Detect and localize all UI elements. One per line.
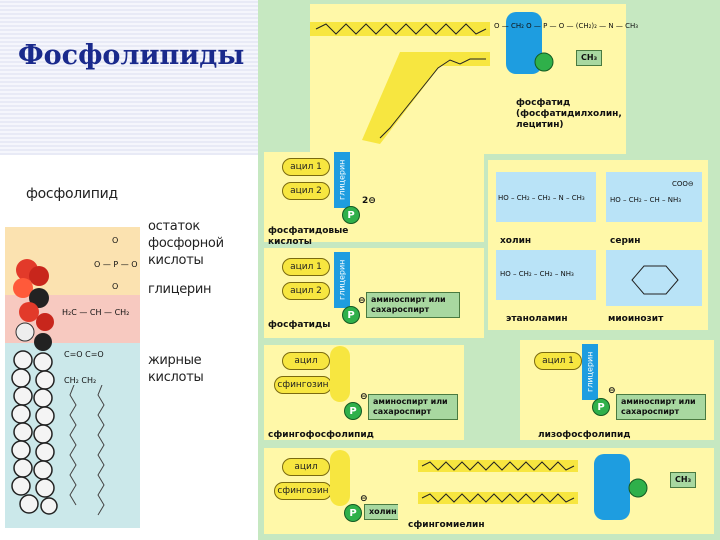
phosphate-circle-lyso: P [592,398,610,416]
acyl1-pill-2: ацил 1 [282,258,330,276]
serine-coo: COO⊖ [672,180,694,188]
phospholipid-heading: фосфолипид [26,186,118,202]
aminoalcohol-box: аминоспирт или сахароспирт [366,292,460,318]
phosphatide-molecule [310,12,554,144]
lysophospholipid-label: лизофосфолипид [538,430,631,440]
acyl-pill: ацил [282,352,330,370]
ethanolamine-formula: HO – CH₂ – CH₂ – NH₃ [500,270,574,278]
charge-minus-4: ⊖ [360,494,368,504]
sphingomyelin-choline-group: CH₃ [670,472,697,488]
phosphate-circle: P [342,206,360,224]
choline-group: CH₃ [576,50,603,66]
sphingosine-bar [330,346,350,402]
acyl1-pill-lyso: ацил 1 [534,352,582,370]
sphingosine-pill: сфингозин [274,376,332,394]
glycerol-bar-lyso: глицерин [582,344,598,400]
sphingomyelin-molecule [418,454,648,520]
choline-tile [496,172,596,222]
sphingomyelin-label: сфингомиелин [408,520,485,530]
phosphate-circle-2: P [342,306,360,324]
phosphatide-label: фосфатид (фосфатидилхолин, лецитин) [516,98,622,130]
charge-2minus: 2⊖ [362,196,376,206]
acyl1-pill: ацил 1 [282,158,330,176]
choline-label: холин [500,236,532,246]
sphingosine-pill-2: сфингозин [274,482,332,500]
ethanolamine-label: этаноламин [506,314,568,324]
inositol-tile [606,250,702,306]
phosphatidic-acid-label: фосфатидовые кислоты [268,226,349,247]
formula-ch2-row: CH₂ CH₂ [64,376,97,385]
title-band [0,0,260,155]
phosphate-circle-4: P [344,504,362,522]
formula-ester-row: C=O C=O [64,350,104,359]
formula-glycerol-row: H₂C — CH — CH₂ [62,308,130,317]
formula-o-bottom: O [112,282,119,291]
acyl-pill-2: ацил [282,458,330,476]
ethanolamine-tile [496,250,596,300]
label-glycerol: глицерин [148,282,212,297]
sphingosine-bar-2 [330,450,350,506]
phosphatides-label: фосфатиды [268,320,331,330]
charge-minus-lyso: ⊖ [608,386,616,396]
serine-formula: HO – CH₂ – CH – NH₃ [610,196,682,204]
serine-label: серин [610,236,641,246]
charge-minus-2: ⊖ [358,296,366,306]
phosphatide-formula: O — CH₂ O — P — O — (CH₂)₂ — N — CH₃ [494,22,639,30]
choline-formula: HO – CH₂ – CH₂ – N – CH₃ [498,194,585,202]
aminoalcohol-box-lyso: аминоспирт или сахароспирт [616,394,706,420]
label-phosphate-residue: остаток фосфорной кислоты [148,219,224,268]
serine-tile [606,172,702,222]
charge-minus-3: ⊖ [360,392,368,402]
label-fatty-acids: жирные кислоты [148,353,204,385]
formula-o-p: O — P — O [94,260,138,269]
page-title: Фосфолипиды [18,40,245,71]
acyl2-pill: ацил 2 [282,182,330,200]
space-filling-model [11,259,58,515]
right-diagram-panel: O — CH₂ O — P — O — (CH₂)₂ — N — CH₃ CH₃… [258,0,720,540]
sphingophospholipid-label: сфингофосфолипид [268,430,374,440]
acyl2-pill-2: ацил 2 [282,282,330,300]
glycerol-bar: глицерин [334,152,350,208]
formula-o-top: O [112,236,119,245]
fatty-acid-zigzag [69,385,105,516]
glycerol-bar-2: глицерин [334,252,350,308]
aminoalcohol-box-2: аминоспирт или сахароспирт [368,394,458,420]
inositol-label: миоинозит [608,314,664,324]
left-diagram-panel: фосфолипид O O — P — O O H₂C — CH — CH₂ … [0,170,258,540]
inositol-ring [631,265,679,295]
phosphate-circle-3: P [344,402,362,420]
